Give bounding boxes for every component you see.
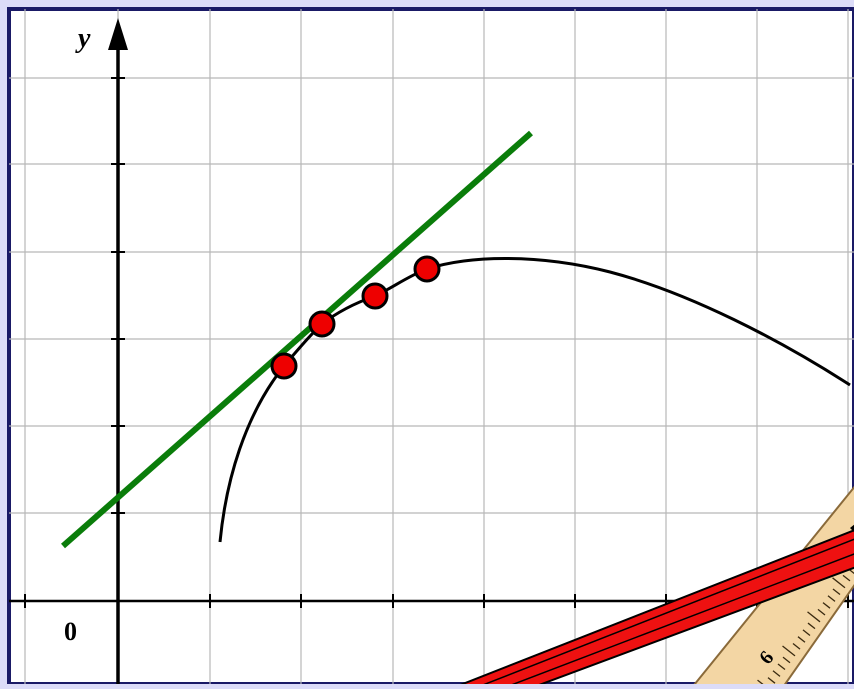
pencil-stripe-2 [511, 553, 854, 684]
pencil [460, 524, 854, 684]
y-axis-arrow-icon [108, 18, 128, 50]
ruler-tick [792, 643, 801, 650]
point-4 [413, 255, 441, 283]
pencil-stripe-1 [483, 538, 854, 684]
secant-points [270, 255, 441, 380]
ruler-tick [822, 602, 831, 609]
point-2 [308, 310, 336, 338]
ruler-tick [757, 679, 764, 684]
ruler-tick [832, 577, 846, 589]
ruler-tick [767, 677, 776, 684]
ruler-tick [772, 670, 781, 677]
ruler-tick [782, 656, 791, 664]
point-1 [270, 352, 298, 380]
ruler-tick [777, 663, 786, 671]
axis-ticks [24, 77, 849, 608]
ruler-tick [827, 595, 836, 602]
tangent-line [61, 130, 533, 549]
graph-paper [7, 7, 854, 686]
ruler-tick [817, 608, 826, 616]
ruler-tick [807, 622, 816, 630]
ruler-tick [832, 588, 841, 596]
point-3 [361, 282, 389, 310]
ruler-tick [797, 636, 806, 643]
ruler-tick [802, 629, 811, 636]
origin-label: 0 [64, 617, 77, 646]
y-axis-label: y [75, 23, 91, 54]
ruler-tick [782, 645, 796, 657]
pencil-tip-icon [850, 524, 854, 532]
ruler-tick [842, 574, 851, 582]
function-curve [218, 257, 851, 543]
grid-lines [9, 9, 854, 684]
pencil-body [460, 529, 854, 684]
ruler-tick [807, 611, 821, 623]
